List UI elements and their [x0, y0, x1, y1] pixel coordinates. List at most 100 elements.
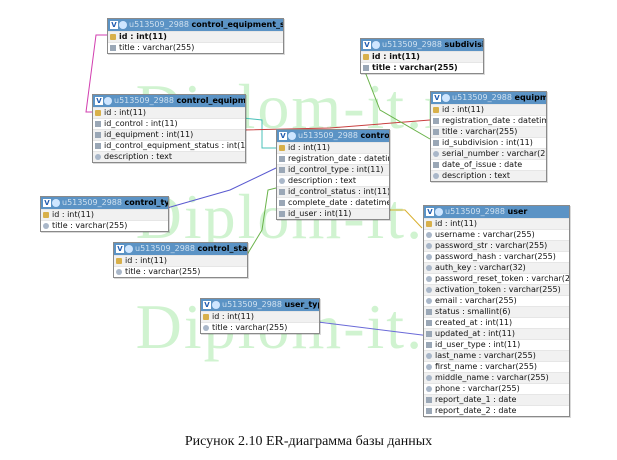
table-field-row: id_user_type : int(11) — [424, 339, 569, 350]
field-icon — [279, 188, 285, 195]
table-field-row: registration_date : datetime — [431, 115, 546, 126]
schema-name: u513509_2988 — [129, 20, 189, 29]
field-icon — [95, 120, 101, 127]
primary-key-icon — [426, 220, 432, 227]
table-field-row: registration_date : datetime — [277, 153, 389, 164]
table-field-row: title : varchar(255) — [108, 42, 283, 53]
table-icon — [435, 207, 443, 216]
field-text: id_user_type : int(11) — [435, 340, 521, 349]
toggle-icon[interactable]: V — [203, 300, 211, 309]
field-icon — [433, 128, 439, 135]
field-text: password_hash : varchar(255) — [435, 252, 556, 261]
field-text: activation_token : varchar(255) — [435, 285, 561, 294]
table-name: equipment — [514, 93, 546, 102]
table-field-row: id : int(11) — [361, 51, 483, 62]
field-icon — [426, 319, 432, 326]
relation-control-equipment-control — [242, 117, 276, 149]
nullable-field-icon — [426, 275, 432, 282]
toggle-icon[interactable]: V — [43, 198, 51, 207]
nullable-field-icon — [426, 286, 432, 293]
field-icon — [426, 330, 432, 337]
field-icon — [433, 117, 439, 124]
toggle-icon[interactable]: V — [116, 244, 124, 253]
field-text: id_control_equipment_status : int(11) — [104, 141, 245, 150]
field-text: title : varchar(255) — [52, 221, 128, 230]
table-icon — [442, 93, 450, 102]
toggle-icon[interactable]: V — [363, 40, 371, 49]
relation-equipment-subdivision — [361, 63, 431, 140]
relation-control-equipment-status — [85, 34, 108, 113]
table-name: user — [507, 207, 528, 216]
field-icon — [433, 161, 439, 168]
field-text: username : varchar(255) — [435, 230, 535, 239]
relation-control-user — [390, 209, 423, 229]
table-field-row: phone : varchar(255) — [424, 383, 569, 394]
toggle-icon[interactable]: V — [426, 207, 434, 216]
field-text: id : int(11) — [125, 256, 167, 265]
primary-key-icon — [279, 144, 285, 151]
toggle-icon[interactable]: V — [433, 93, 441, 102]
table-field-row: id : int(11) — [277, 142, 389, 153]
field-text: id : int(11) — [288, 143, 330, 152]
relation-control-equipment-equipment — [242, 119, 431, 131]
table-field-row: username : varchar(255) — [424, 229, 569, 240]
toggle-icon[interactable]: V — [110, 20, 118, 29]
nullable-field-icon — [426, 297, 432, 304]
field-text: registration_date : datetime — [442, 116, 546, 125]
toggle-icon[interactable]: V — [279, 131, 287, 140]
field-text: status : smallint(6) — [435, 307, 511, 316]
table-icon — [288, 131, 296, 140]
field-text: title : varchar(255) — [125, 267, 201, 276]
field-icon — [426, 396, 432, 403]
field-text: id : int(11) — [442, 105, 484, 114]
table-field-row: report_date_1 : date — [424, 394, 569, 405]
table-icon — [125, 244, 133, 253]
table-field-row: title : varchar(255) — [201, 322, 319, 333]
table-field-row: id_control_equipment_status : int(11) — [93, 140, 245, 151]
field-text: title : varchar(255) — [119, 43, 195, 52]
field-text: password_str : varchar(255) — [435, 241, 548, 250]
field-text: id_subdivision : int(11) — [442, 138, 533, 147]
field-text: auth_key : varchar(32) — [435, 263, 526, 272]
schema-name: u513509_2988 — [298, 131, 358, 140]
table-field-row: status : smallint(6) — [424, 306, 569, 317]
field-text: report_date_2 : date — [435, 406, 517, 415]
primary-key-icon — [203, 313, 209, 320]
primary-key-icon — [363, 53, 369, 60]
table-field-row: last_name : varchar(255) — [424, 350, 569, 361]
table-field-row: description : text — [431, 170, 546, 181]
table-name: control_status — [197, 244, 247, 253]
table-field-row: title : varchar(255) — [361, 62, 483, 73]
field-text: password_reset_token : varchar(255) — [435, 274, 569, 283]
field-text: id_user : int(11) — [288, 209, 352, 218]
field-icon — [110, 44, 116, 51]
relation-control-control-status — [244, 187, 277, 259]
table-icon — [212, 300, 220, 309]
table-field-row: title : varchar(255) — [41, 220, 168, 231]
toggle-icon[interactable]: V — [95, 96, 103, 105]
table-field-row: title : varchar(255) — [114, 266, 247, 277]
field-text: first_name : varchar(255) — [435, 362, 538, 371]
table-field-row: updated_at : int(11) — [424, 328, 569, 339]
table-field-row: id_user : int(11) — [277, 208, 389, 219]
field-text: serial_number : varchar(255) — [442, 149, 546, 158]
relation-user-user-type — [317, 321, 431, 337]
